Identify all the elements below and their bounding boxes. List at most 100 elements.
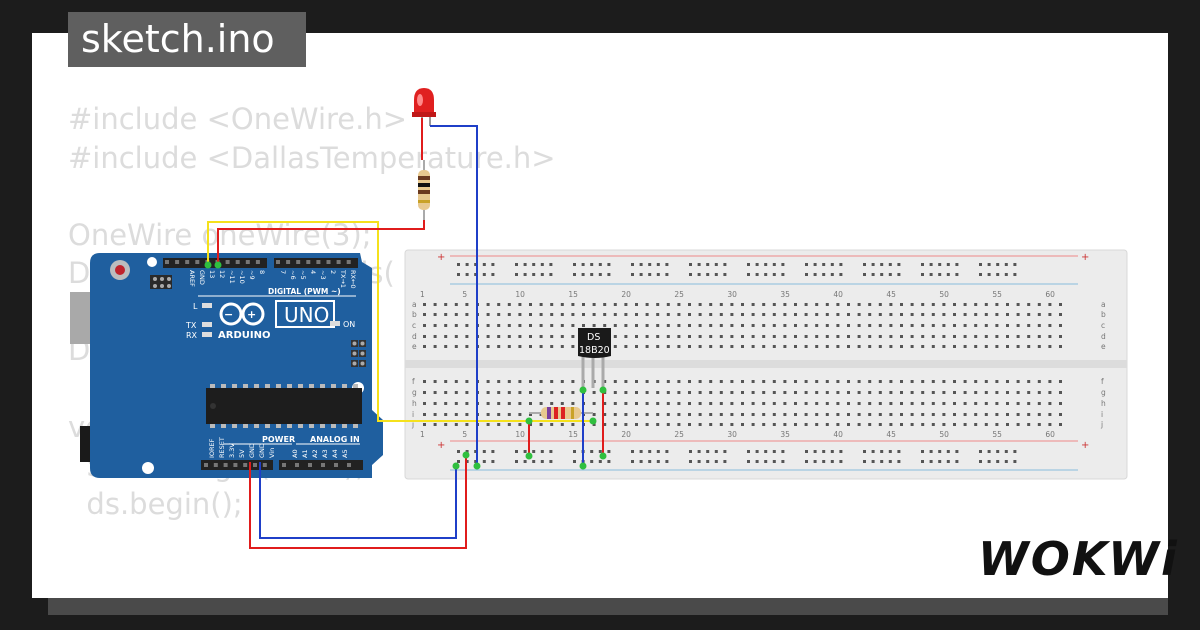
led-tx [202,322,212,327]
wokwi-logo: WOKWi [978,532,1179,586]
top-pin-label: 4 [309,270,317,274]
power-label: POWER [262,435,295,444]
svg-text:+: + [247,308,256,321]
column-number: 5 [462,430,467,439]
column-number: 5 [462,290,467,299]
column-number: 1 [420,290,425,299]
column-number: 40 [833,290,843,299]
column-number: 60 [1045,290,1055,299]
column-number: 55 [992,430,1002,439]
code-line: ds.begin(); [68,487,243,521]
column-number: 55 [992,290,1002,299]
top-pin-label: 2 [329,270,337,274]
row-letter: j [411,420,414,429]
top-pin-label: RX←0 [349,270,357,289]
column-number: 50 [939,290,949,299]
row-letter: f [412,377,415,386]
top-pin-label: ~10 [238,270,246,284]
connection-node [589,417,597,425]
column-number: 25 [674,430,684,439]
row-letter: a [412,300,417,309]
row-letter: f [1101,377,1104,386]
row-letter: c [412,321,416,330]
top-pin-label: ~5 [299,270,307,280]
row-letter: c [1101,321,1105,330]
digital-label: DIGITAL (PWM ~) [268,287,341,296]
row-letter: b [412,310,417,319]
led-rx-label: RX [186,331,198,340]
top-pin-label: AREF [188,270,196,287]
row-letter: i [412,410,414,419]
bottom-pin-label: Vin [268,448,276,458]
microcontroller-chip [206,388,362,424]
svg-text:−: − [224,308,233,321]
top-pin-label: TX→1 [339,269,347,288]
row-letter: e [1101,342,1106,351]
connection-node [599,386,607,394]
wire-yellow-pin3 [207,221,593,422]
led-tx-label: TX [185,321,197,330]
connection-node [462,451,470,459]
column-number: 30 [727,290,737,299]
sketch-tab[interactable]: sketch.ino [68,12,306,67]
top-pin-label: ~11 [228,270,236,284]
row-letter: i [1101,410,1103,419]
wire-red-led [217,220,425,265]
sensor-label-2: 18B20 [579,345,610,356]
bottom-pin-label: A1 [301,449,309,458]
connection-node [473,462,481,470]
top-pin-label: 13 [208,270,216,278]
bottom-pin-label: RESET [218,437,226,458]
bottom-pin-label: A4 [331,449,339,458]
connection-node [525,452,533,460]
top-pin-label: 8 [258,270,266,274]
arduino-logo-icon: − + [219,302,265,326]
column-number: 60 [1045,430,1055,439]
rail-plus-label-right: + [1081,252,1089,263]
column-number: 15 [568,430,578,439]
led-on-label: ON [343,320,355,329]
row-letter: b [1101,310,1106,319]
row-letter: a [1101,300,1106,309]
wire-red-5v [249,455,467,549]
top-pin-label: 7 [279,270,287,274]
row-letter: h [1101,399,1106,408]
red-led [412,88,436,160]
column-number: 35 [780,430,790,439]
column-number: 30 [727,430,737,439]
column-number: 45 [886,430,896,439]
top-pin-label: GND [198,270,206,285]
bottom-pin-label: A5 [341,449,349,458]
wire-blue-gnd [259,462,457,539]
row-letter: h [412,399,417,408]
board-model: UNO [284,303,329,327]
column-number: 50 [939,430,949,439]
column-number: 15 [568,290,578,299]
column-number: 40 [833,430,843,439]
top-pin-label: ~6 [289,270,297,280]
column-number: 45 [886,290,896,299]
bottom-pin-label: A3 [321,449,329,458]
resistor-led [418,160,430,227]
column-number: 1 [420,430,425,439]
rail-plus-label: + [437,252,445,263]
row-letter: d [412,332,417,341]
wire-blue-led [430,125,478,466]
top-pin-label: 12 [218,270,226,278]
top-pin-label: ~3 [319,270,327,280]
connection-node [579,386,587,394]
bottom-pin-label: GND [248,443,256,458]
top-pin-label: ~9 [248,270,256,280]
analog-label: ANALOG IN [310,435,360,444]
bottom-pin-label: 3.3V [228,443,236,458]
wires [204,118,607,549]
led-l-label: L [193,302,198,311]
column-number: 20 [621,290,631,299]
row-letter: d [1101,332,1106,341]
bottom-pin-label: A2 [311,449,319,458]
code-line: OneWire oneWire(3); [68,217,372,252]
led-l [202,303,212,308]
